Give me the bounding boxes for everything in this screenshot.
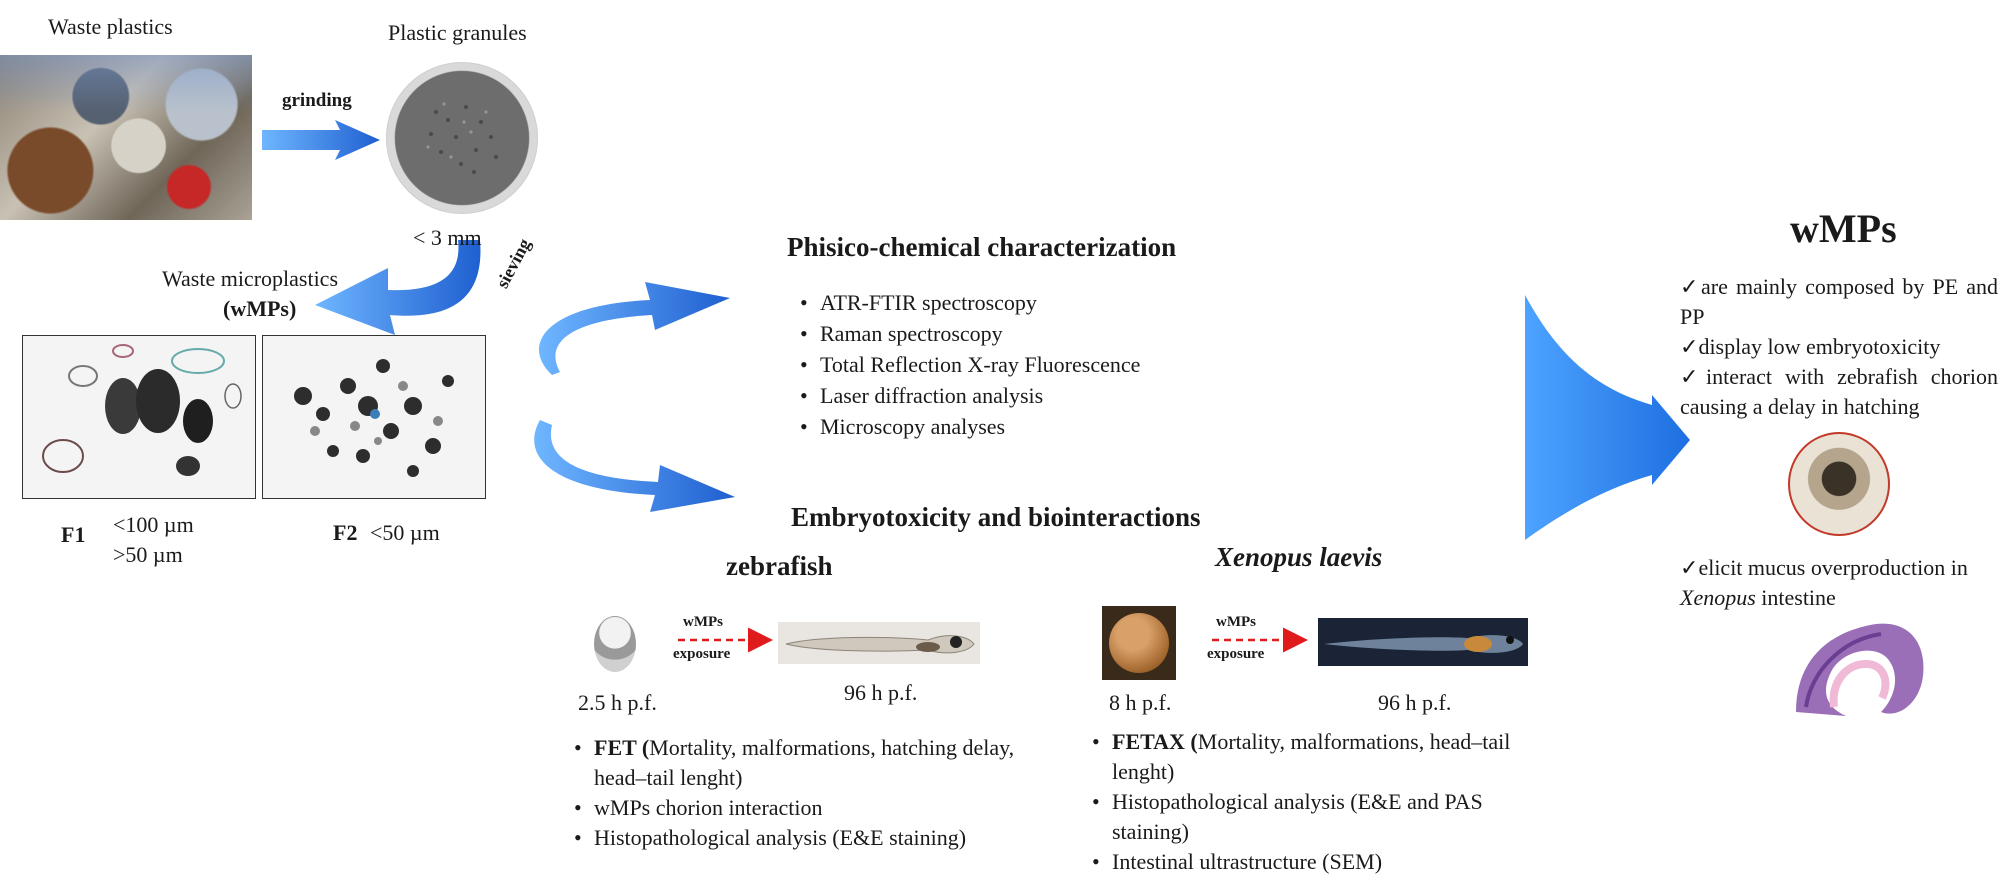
xenopus-tadpole-photo: [1318, 618, 1528, 666]
physchem-item: Total Reflection X-ray Fluorescence: [800, 349, 1140, 380]
physchem-arrow: [538, 282, 730, 375]
physchem-item: ATR-FTIR spectroscopy: [800, 287, 1140, 318]
zebrafish-larva-shape: [785, 635, 975, 654]
check-icon: ✓: [1680, 274, 1702, 299]
conclusion-text-italic: Xenopus: [1680, 585, 1756, 610]
zebrafish-endpoint: FET (Mortality, malformations, hatching …: [574, 733, 1044, 793]
zebrafish-start-time: 2.5 h p.f.: [578, 690, 657, 715]
plastic-granules-label: Plastic granules: [388, 20, 527, 45]
waste-plastics-label: Waste plastics: [48, 14, 173, 39]
conclusion-item: ✓interact with zebrafish chorion causing…: [1680, 362, 1998, 422]
conclusion-text: intestine: [1755, 585, 1836, 610]
f2-name: F2: [333, 520, 358, 545]
conclusion-item: ✓display low embryotoxicity: [1680, 332, 1998, 362]
check-icon: ✓: [1680, 364, 1706, 389]
physchem-title: Phisico-chemical characterization: [787, 232, 1177, 262]
embryo-arrow: [534, 420, 735, 512]
wmps-title: Waste microplastics: [162, 266, 339, 291]
xenopus-arrow-bottom: exposure: [1207, 646, 1265, 662]
zebrafish-endpoint-text: Histopathological analysis (E&E staining…: [594, 825, 967, 850]
zebrafish-endpoint: Histopathological analysis (E&E staining…: [574, 823, 1044, 853]
xenopus-endpoints: FETAX (Mortality, malformations, head–ta…: [1092, 727, 1522, 877]
xenopus-start-time: 8 h p.f.: [1109, 690, 1172, 715]
conclusion-item-mucus: ✓elicit mucus overproduction in Xenopus …: [1680, 553, 1998, 613]
f1-name: F1: [61, 522, 86, 547]
xenopus-endpoint: Histopathological analysis (E&E and PAS …: [1092, 787, 1522, 847]
check-icon: ✓: [1680, 555, 1699, 580]
conclusion-text: interact with zebrafish chorion causing …: [1680, 364, 1998, 419]
zebrafish-endpoint: wMPs chorion interaction: [574, 793, 1044, 823]
zebrafish-arrow-top: wMPs: [683, 614, 723, 630]
zebrafish-arrow-bottom: exposure: [673, 646, 731, 662]
zebrafish-label: zebrafish: [726, 551, 833, 581]
xenopus-endpoint: FETAX (Mortality, malformations, head–ta…: [1092, 727, 1522, 787]
zebrafish-endpoint-text: Mortality, malformations, hatching delay…: [594, 735, 1015, 790]
f2-micrograph: [262, 335, 486, 499]
zebrafish-end-time: 96 h p.f.: [844, 680, 918, 705]
physchem-item: Raman spectroscopy: [800, 318, 1140, 349]
conclusion-text: display low embryotoxicity: [1698, 334, 1941, 359]
physchem-list: ATR-FTIR spectroscopy Raman spectroscopy…: [800, 287, 1140, 442]
xenopus-endpoint-text: Intestinal ultrastructure (SEM): [1112, 849, 1383, 874]
conclusion-text: elicit mucus overproduction in: [1698, 555, 1968, 580]
intestine-histology-photo: [1786, 612, 1932, 726]
wmps-abbrev: (wMPs): [223, 296, 297, 321]
conclusion-item: ✓are mainly composed by PE and PP: [1680, 272, 1998, 332]
f1-size1: <100 µm: [113, 512, 194, 537]
f1-size2: >50 µm: [113, 542, 183, 567]
check-icon: ✓: [1680, 334, 1699, 359]
waste-plastics-photo: [0, 55, 252, 220]
xenopus-endpoint-bold: FETAX (: [1112, 729, 1198, 754]
f1-particles: [42, 344, 242, 476]
xenopus-arrow-top: wMPs: [1216, 614, 1256, 630]
xenopus-endpoint-text: Mortality, malformations, head–tail leng…: [1112, 729, 1511, 784]
f1-micrograph: [22, 335, 256, 499]
f2-particles: [294, 359, 454, 477]
granules-texture: [426, 102, 498, 174]
plastic-granules-photo: [386, 62, 538, 214]
xenopus-tadpole-shape: [1324, 635, 1523, 653]
physchem-item: Laser diffraction analysis: [800, 380, 1140, 411]
zebrafish-larva-photo: [778, 622, 980, 664]
physchem-item: Microscopy analyses: [800, 411, 1140, 442]
zebrafish-endpoints: FET (Mortality, malformations, hatching …: [574, 733, 1044, 853]
xenopus-label: Xenopus laevis: [1215, 542, 1383, 572]
zebrafish-embryo-photo: [594, 616, 636, 672]
zebrafish-endpoint-text: wMPs chorion interaction: [594, 795, 823, 820]
chorion-photo: [1788, 432, 1890, 536]
grinding-arrow: [262, 120, 380, 160]
zebrafish-endpoint-bold: FET (: [594, 735, 650, 760]
conclusions-title: wMPs: [1790, 206, 1897, 251]
big-right-arrow: [1525, 295, 1690, 540]
xenopus-end-time: 96 h p.f.: [1378, 690, 1452, 715]
grinding-label: grinding: [282, 90, 352, 111]
conclusions-list: ✓are mainly composed by PE and PP ✓displ…: [1680, 272, 1998, 422]
xenopus-endpoint: Intestinal ultrastructure (SEM): [1092, 847, 1522, 877]
f2-size: <50 µm: [370, 520, 440, 545]
granule-size: < 3 mm: [413, 225, 482, 250]
embryo-title: Embryotoxicity and biointeractions: [791, 502, 1201, 532]
sieving-arrow: [315, 240, 481, 335]
xenopus-endpoint-text: Histopathological analysis (E&E and PAS …: [1112, 789, 1483, 844]
xenopus-embryo-photo: [1102, 606, 1176, 680]
intestine-histology-shape: [1796, 623, 1924, 716]
conclusion-text: are mainly composed by PE and PP: [1680, 274, 1998, 329]
